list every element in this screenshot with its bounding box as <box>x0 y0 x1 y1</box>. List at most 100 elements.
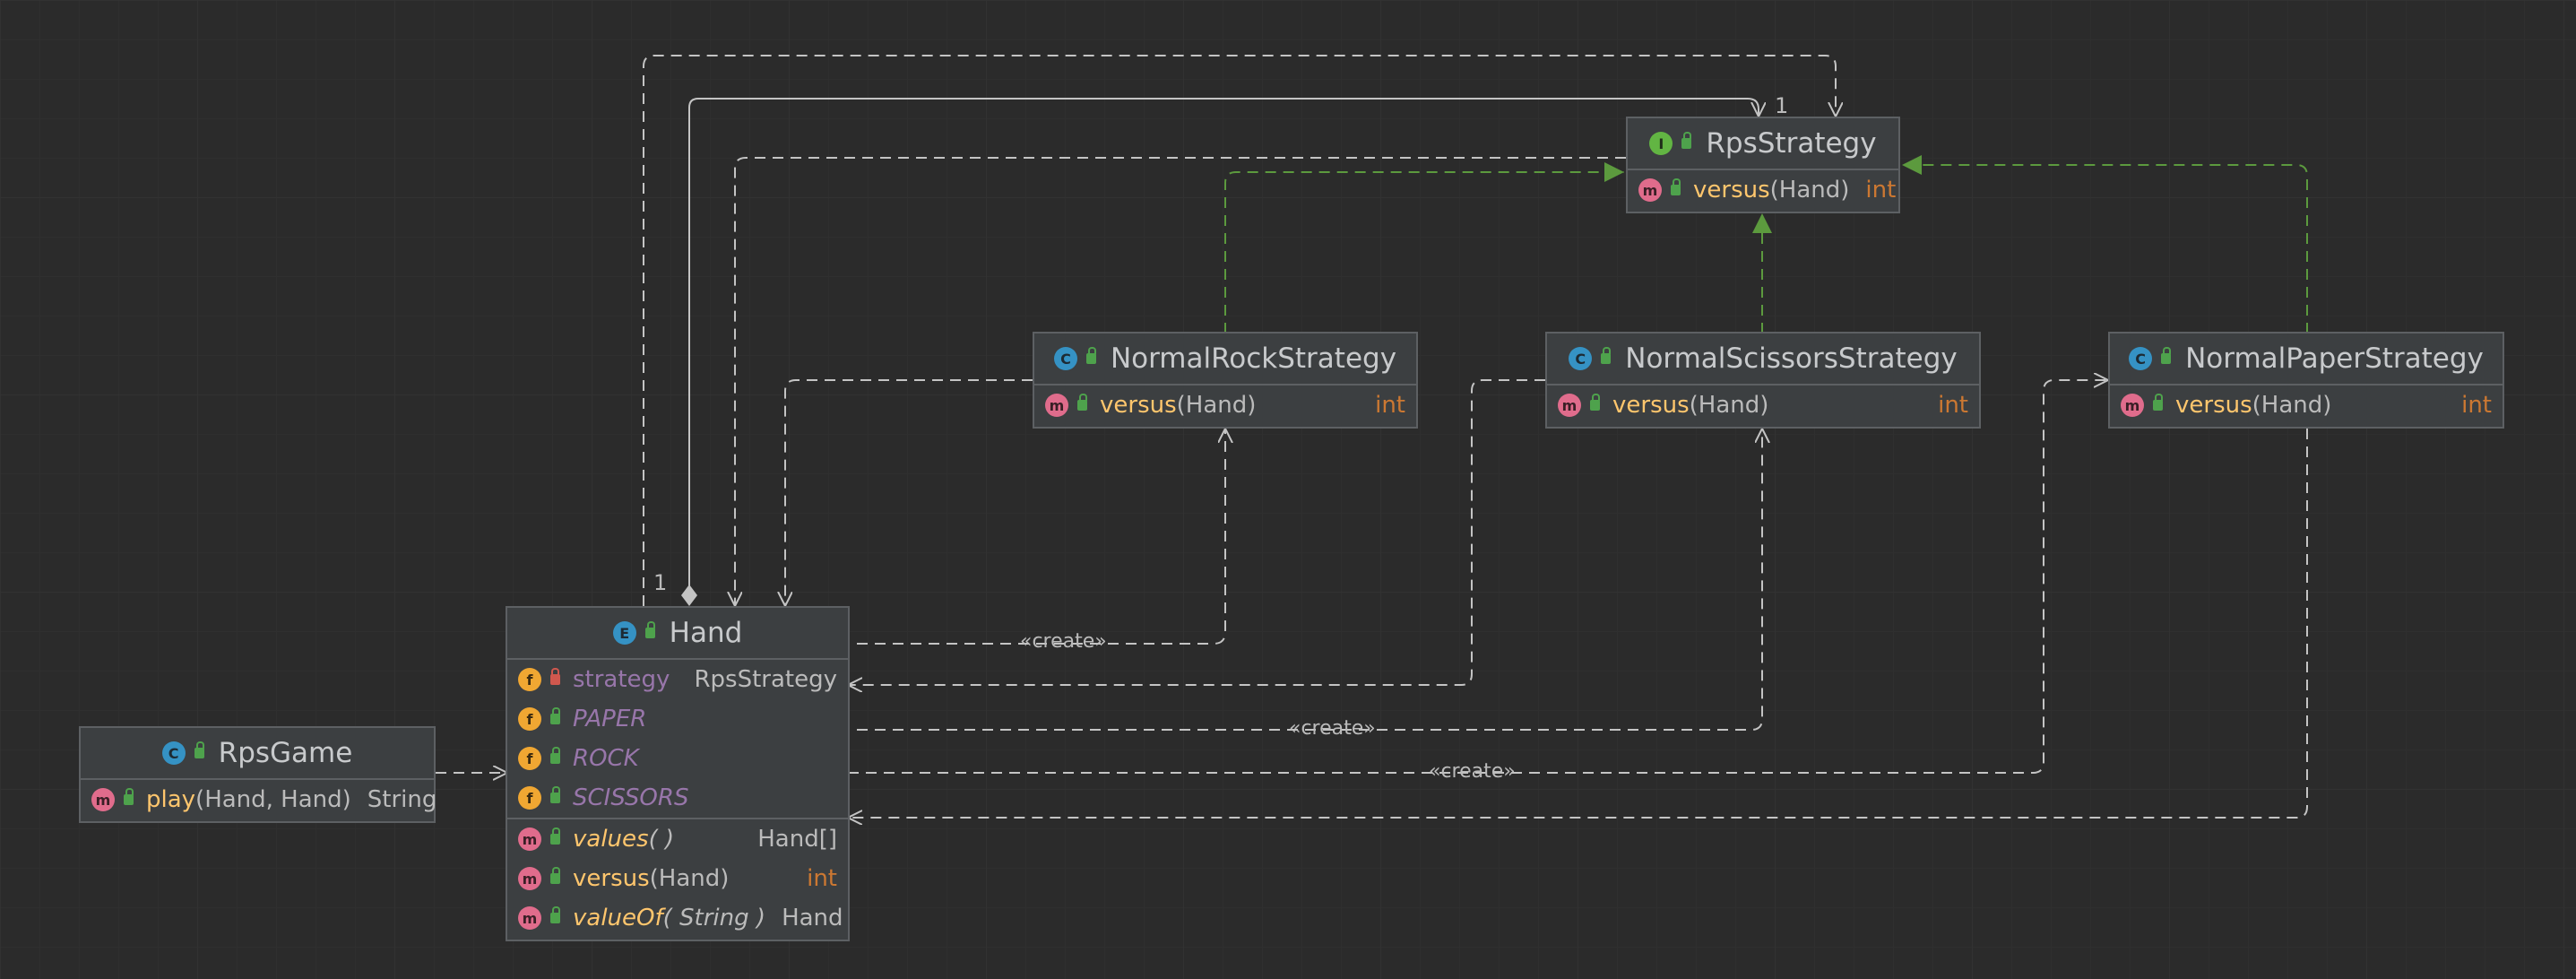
public-visibility-icon <box>1681 132 1692 149</box>
public-visibility-icon <box>550 867 560 884</box>
edge-hand-creates-paper <box>848 380 2108 774</box>
class-header: E Hand <box>507 608 848 660</box>
edge-label-create-rock: «create» <box>1020 630 1107 653</box>
method-icon: m <box>1558 394 1581 417</box>
method-icon: m <box>518 867 541 890</box>
public-visibility-icon <box>1601 347 1612 364</box>
edge-rock-implements-rpsstrategy <box>1224 162 1624 334</box>
method-params: (Hand) <box>649 865 730 892</box>
class-normalscissorsstrategy[interactable]: C NormalScissorsStrategy m versus (Hand)… <box>1545 332 1981 429</box>
class-header: C NormalPaperStrategy <box>2110 334 2503 386</box>
field-type: RpsStrategy <box>694 666 837 693</box>
method-name: values <box>573 826 649 853</box>
class-header: I RpsStrategy <box>1628 118 1898 170</box>
edge-label-create-paper: «create» <box>1429 760 1516 783</box>
class-name: RpsStrategy <box>1706 127 1877 160</box>
field-name: ROCK <box>573 745 639 772</box>
method-name: versus <box>2175 392 2252 419</box>
public-visibility-icon <box>1085 347 1096 364</box>
class-rpsstrategy[interactable]: I RpsStrategy m versus (Hand) int <box>1626 117 1900 213</box>
class-icon: C <box>2129 347 2153 370</box>
public-visibility-icon <box>2153 394 2163 411</box>
return-type: int <box>1938 392 1968 419</box>
field-row[interactable]: f PAPER <box>507 699 848 739</box>
method-name: versus <box>573 865 650 892</box>
public-visibility-icon <box>550 747 560 764</box>
edge-rpsstrategy-depends-hand <box>735 157 1626 606</box>
return-type: int <box>2461 392 2492 419</box>
class-icon: C <box>1569 347 1593 370</box>
field-name: strategy <box>573 666 670 693</box>
method-row[interactable]: m versus (Hand) int <box>507 859 848 898</box>
composition-diamond <box>681 585 697 606</box>
interface-icon: I <box>1649 132 1673 155</box>
class-header: C RpsGame <box>81 728 434 780</box>
method-row[interactable]: m versus (Hand) int <box>1547 386 1979 425</box>
public-visibility-icon <box>1671 178 1681 195</box>
class-normalrockstrategy[interactable]: C NormalRockStrategy m versus (Hand) int <box>1033 332 1418 429</box>
return-type: int <box>1865 177 1897 204</box>
method-name: valueOf <box>573 905 663 931</box>
edge-rock-depends-hand <box>785 379 1033 606</box>
edge-hand-composes-rpsstrategy <box>688 98 1759 588</box>
public-visibility-icon <box>550 827 560 845</box>
class-normalpaperstrategy[interactable]: C NormalPaperStrategy m versus (Hand) in… <box>2108 332 2504 429</box>
private-lock-icon <box>550 668 560 685</box>
edge-hand-creates-scissors <box>857 429 1762 731</box>
return-type: Hand[] <box>757 826 837 853</box>
public-visibility-icon <box>550 906 560 923</box>
static-field-icon: f <box>518 786 541 810</box>
method-row[interactable]: m valueOf ( String ) Hand <box>507 898 848 938</box>
abstract-method-icon: m <box>1638 178 1662 202</box>
method-name: versus <box>1100 392 1177 419</box>
method-row[interactable]: m versus (Hand) int <box>1034 386 1416 425</box>
public-visibility-icon <box>2161 347 2172 364</box>
field-row[interactable]: f SCISSORS <box>507 778 848 818</box>
class-header: C NormalRockStrategy <box>1034 334 1416 386</box>
method-params: (Hand, Hand) <box>195 786 351 813</box>
method-params: ( String ) <box>662 905 766 931</box>
public-visibility-icon <box>550 786 560 803</box>
method-row[interactable]: m versus (Hand) int <box>2110 386 2503 425</box>
multiplicity-hand-end: 1 <box>653 570 668 595</box>
public-visibility-icon <box>550 707 560 724</box>
method-icon: m <box>1045 394 1068 417</box>
class-header: C NormalScissorsStrategy <box>1547 334 1979 386</box>
class-rpsgame[interactable]: C RpsGame m play (Hand, Hand) String <box>79 726 437 823</box>
public-visibility-icon <box>124 788 134 805</box>
enum-icon: E <box>612 621 636 645</box>
edge-paper-implements-rpsstrategy <box>1902 155 2308 334</box>
class-name: NormalRockStrategy <box>1110 342 1397 375</box>
edge-hand-depends-rpsstrategy <box>643 55 1836 606</box>
edge-scissors-depends-hand <box>848 379 1545 685</box>
return-type: int <box>1375 392 1405 419</box>
method-params: (Hand) <box>2252 392 2332 419</box>
static-method-icon: m <box>518 906 541 930</box>
method-row[interactable]: m values ( ) Hand[] <box>507 818 848 859</box>
field-row[interactable]: f strategy RpsStrategy <box>507 660 848 699</box>
public-visibility-icon <box>1590 394 1600 411</box>
class-name: NormalPaperStrategy <box>2185 342 2484 375</box>
class-hand[interactable]: E Hand f strategy RpsStrategy f PAPER f … <box>506 606 850 941</box>
method-name: play <box>146 786 196 813</box>
public-visibility-icon <box>1077 394 1087 411</box>
method-row[interactable]: m play (Hand, Hand) String <box>81 780 437 819</box>
return-type: Hand <box>782 905 843 931</box>
method-params: (Hand) <box>1176 392 1257 419</box>
static-method-icon: m <box>91 788 115 811</box>
field-name: PAPER <box>573 706 647 732</box>
multiplicity-strategy-end: 1 <box>1775 93 1789 118</box>
method-row[interactable]: m versus (Hand) int <box>1628 170 1898 210</box>
class-name: RpsGame <box>218 737 353 769</box>
edge-label-create-scissors: «create» <box>1289 717 1376 740</box>
static-field-icon: f <box>518 747 541 770</box>
edge-paper-depends-hand <box>848 429 2308 818</box>
field-row[interactable]: f ROCK <box>507 739 848 778</box>
method-params: (Hand) <box>1689 392 1769 419</box>
method-name: versus <box>1612 392 1690 419</box>
field-name: SCISSORS <box>573 784 689 811</box>
static-field-icon: f <box>518 707 541 731</box>
class-name: Hand <box>669 617 743 649</box>
